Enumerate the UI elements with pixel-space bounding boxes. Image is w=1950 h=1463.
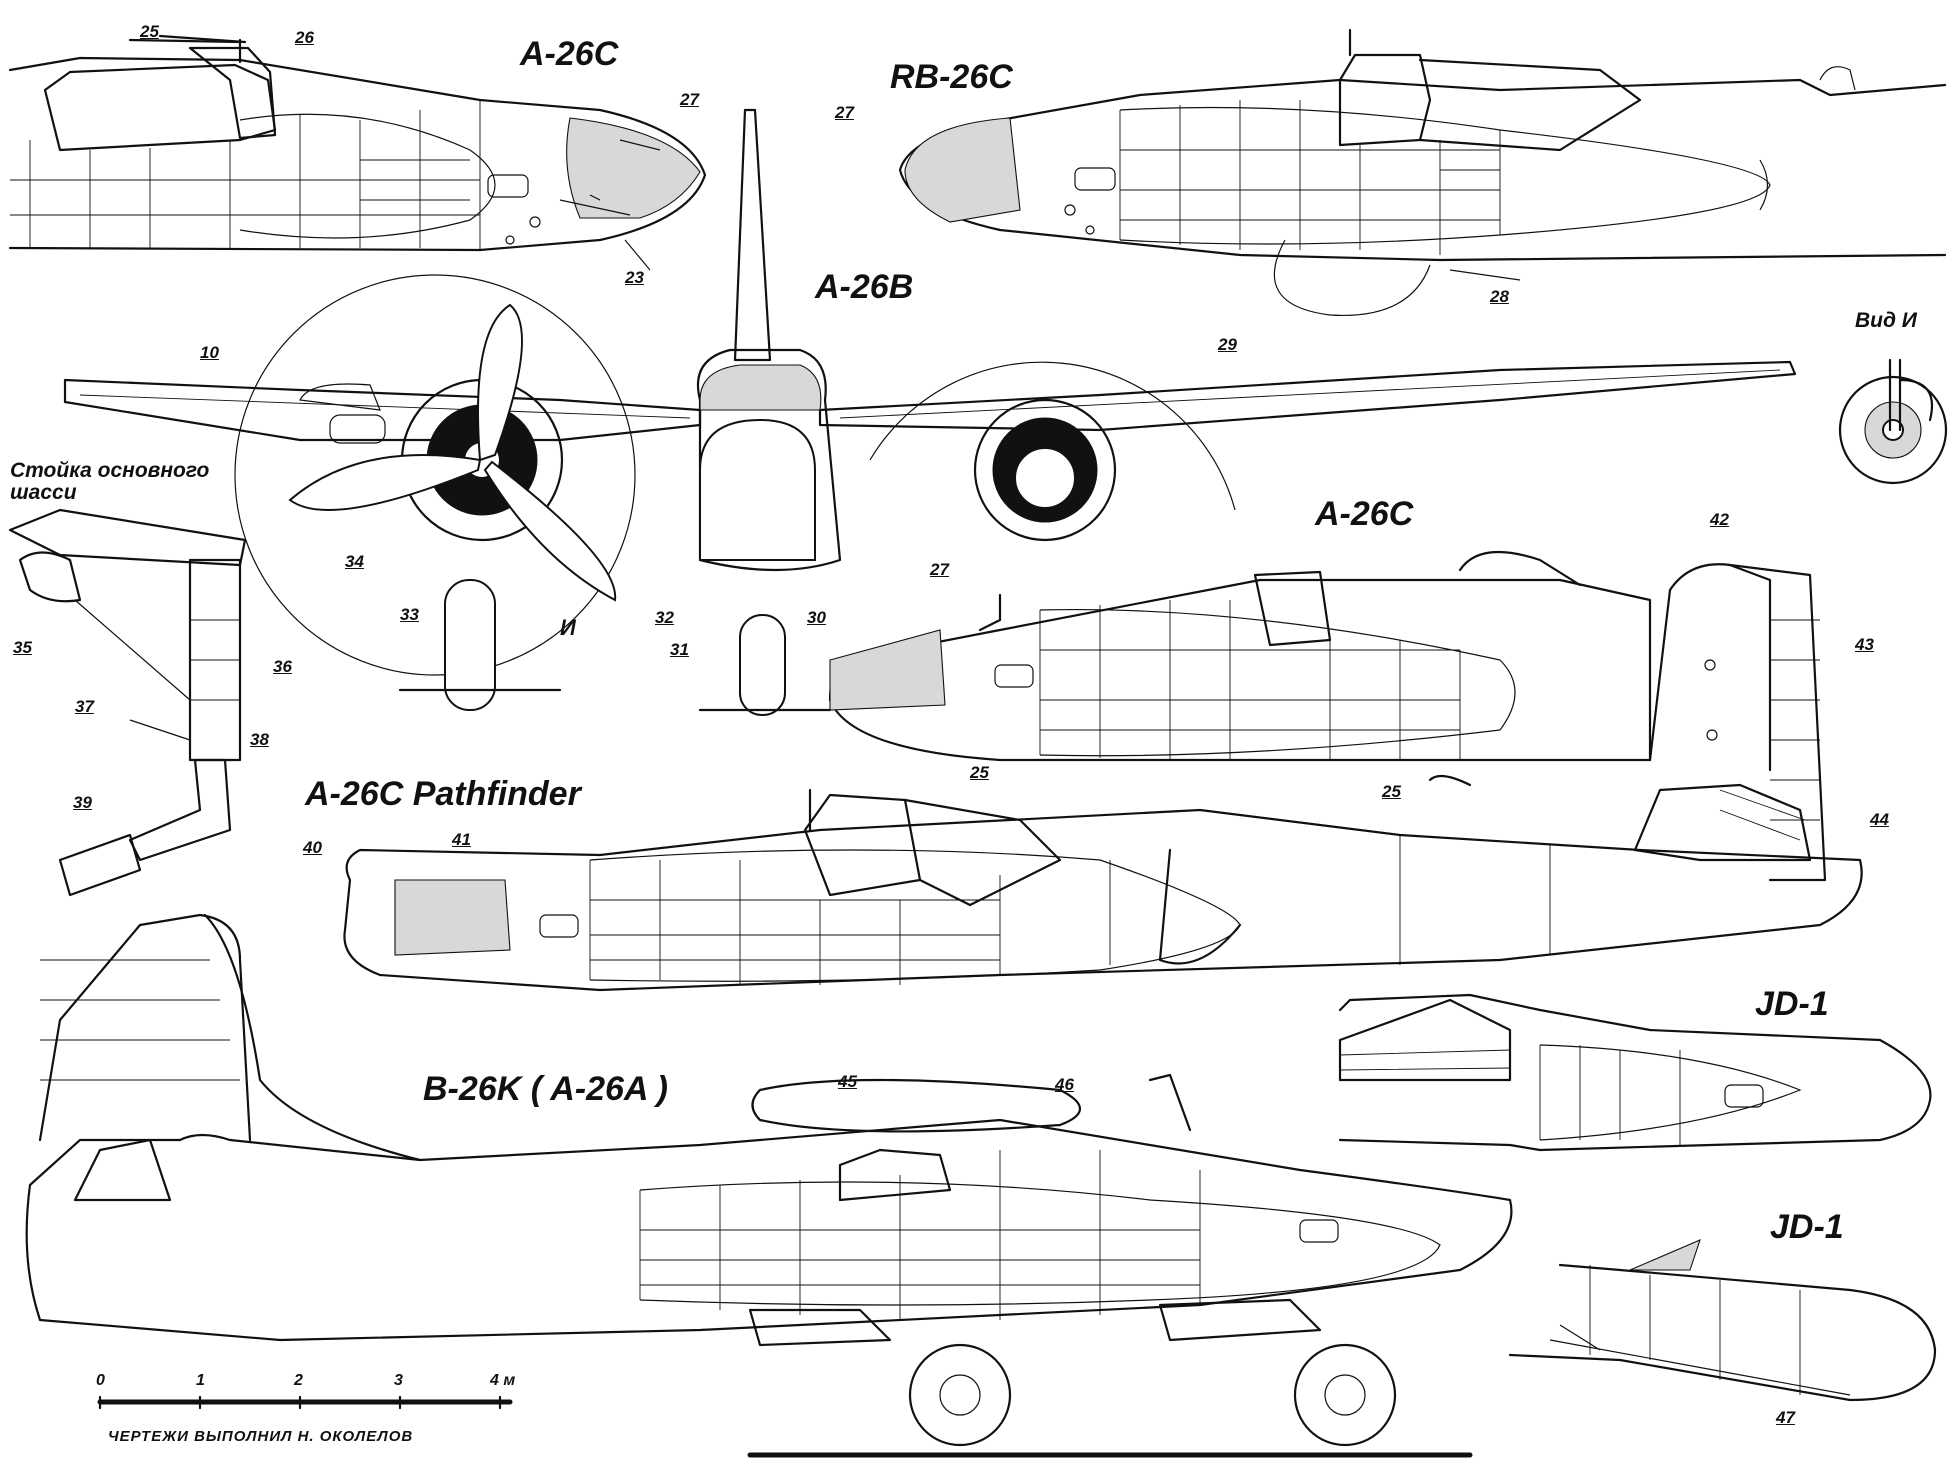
main-gear-strut-drawing <box>8 508 247 897</box>
a26c-top-nose-drawing <box>8 34 707 252</box>
callout-29: 29 <box>1218 335 1237 354</box>
callout-28: 28 <box>1490 287 1509 306</box>
callout-25: 25 <box>1382 782 1401 801</box>
callout-40: 40 <box>303 838 322 857</box>
title-jd1-top: JD-1 <box>1755 985 1829 1023</box>
callout-25: 25 <box>970 763 989 782</box>
title-jd1-bottom: JD-1 <box>1770 1208 1844 1246</box>
strut-caption-line1: Стойка основного <box>10 459 210 482</box>
callout-26: 26 <box>295 28 314 47</box>
drawing-credit: ЧЕРТЕЖИ ВЫПОЛНИЛ Н. ОКОЛЕЛОВ <box>108 1428 414 1445</box>
view-i-wheel-drawing <box>1838 358 1948 485</box>
scale-tick-4m: 4 м <box>490 1372 516 1389</box>
callout-47: 47 <box>1776 1408 1795 1427</box>
b26k-fuselage-drawing <box>25 913 1513 1458</box>
callout-41: 41 <box>452 830 471 849</box>
callout-38: 38 <box>250 730 269 749</box>
scale-tick-3: 3 <box>394 1372 403 1389</box>
view-i-caption: Вид И <box>1855 309 1917 332</box>
callout-23: 23 <box>625 268 644 287</box>
callout-42: 42 <box>1710 510 1729 529</box>
callout-44: 44 <box>1870 810 1889 829</box>
callout-39: 39 <box>73 793 92 812</box>
callout-45: 45 <box>838 1072 857 1091</box>
strut-caption-line2: шасси <box>10 481 77 504</box>
callout-31: 31 <box>670 640 689 659</box>
pathfinder-tail-drawing <box>1633 563 1827 882</box>
callout-37: 37 <box>75 697 94 716</box>
callout-10: 10 <box>200 343 219 362</box>
callout-46: 46 <box>1055 1075 1074 1094</box>
title-a26c-mid: A-26C <box>1315 495 1414 533</box>
scale-tick-2: 2 <box>294 1372 303 1389</box>
title-rb26c: RB-26C <box>890 58 1013 96</box>
title-a26b: A-26B <box>815 268 914 306</box>
a26c-middle-nose-drawing <box>828 550 1652 762</box>
callout-33: 33 <box>400 605 419 624</box>
callout-27: 27 <box>680 90 699 109</box>
scale-tick-1: 1 <box>196 1372 205 1389</box>
scale-tick-0: 0 <box>96 1372 105 1389</box>
callout-34: 34 <box>345 552 364 571</box>
jd1-bottom-drawing <box>1508 1239 1937 1402</box>
title-a26c-top: A-26C <box>520 35 619 73</box>
callout-35: 35 <box>13 638 32 657</box>
scale-bar-drawing <box>97 1395 513 1410</box>
callout-25: 25 <box>140 22 159 41</box>
callout-32: 32 <box>655 608 674 627</box>
pathfinder-fuselage-drawing <box>343 774 1863 992</box>
callout-36: 36 <box>273 657 292 676</box>
title-pathfinder: A-26C Pathfinder <box>305 775 581 813</box>
jd1-top-drawing <box>1338 993 1932 1152</box>
callout-43: 43 <box>1855 635 1874 654</box>
callout-30: 30 <box>807 608 826 627</box>
rb26c-nose-drawing <box>898 28 1947 317</box>
callout-27: 27 <box>835 103 854 122</box>
a26b-front-view-drawing <box>63 108 1797 716</box>
callout-27: 27 <box>930 560 949 579</box>
view-arrow-i: И <box>560 615 576 640</box>
misc-detail-lines <box>128 38 1521 281</box>
title-b26k: B-26K ( A-26A ) <box>423 1070 668 1108</box>
